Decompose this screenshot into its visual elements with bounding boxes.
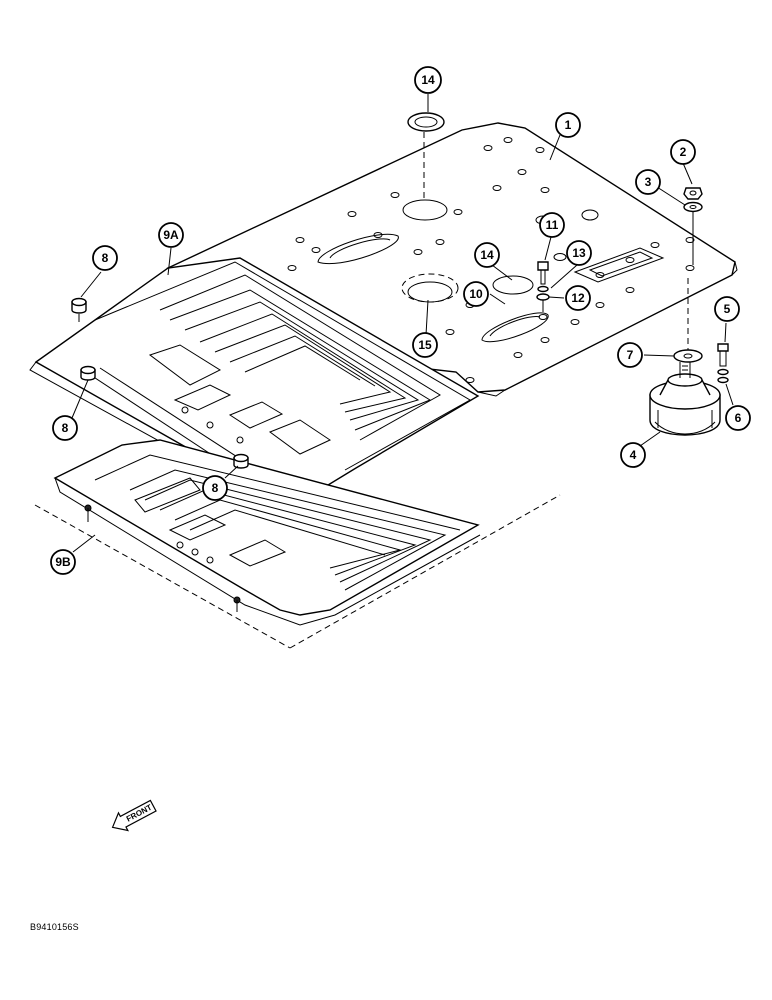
svg-text:8: 8 <box>62 421 69 435</box>
svg-text:14: 14 <box>480 248 494 262</box>
callout: 13 <box>566 240 592 266</box>
callout: 14 <box>414 66 442 94</box>
callout: 3 <box>635 169 661 195</box>
leader-lines <box>71 94 734 553</box>
callout: 8 <box>202 475 228 501</box>
reference-line <box>289 494 561 649</box>
callout: 4 <box>620 442 646 468</box>
callout: 10 <box>463 281 489 307</box>
bolt-11 <box>537 261 549 285</box>
grommet-14 <box>407 112 445 200</box>
callout: 9A <box>158 222 184 248</box>
svg-text:8: 8 <box>212 481 219 495</box>
plug-8 <box>71 297 87 322</box>
callout: 15 <box>412 332 438 358</box>
callout: 1 <box>555 112 581 138</box>
callout: 5 <box>714 296 740 322</box>
svg-text:15: 15 <box>418 338 432 352</box>
washer-6 <box>717 368 729 384</box>
callout: 8 <box>52 415 78 441</box>
callout: 2 <box>670 139 696 165</box>
callout: 14 <box>474 242 500 268</box>
svg-text:9B: 9B <box>55 555 71 569</box>
svg-text:3: 3 <box>645 175 652 189</box>
svg-text:11: 11 <box>546 218 559 232</box>
svg-text:13: 13 <box>572 246 586 260</box>
floor-mat-9b <box>53 439 481 626</box>
svg-text:7: 7 <box>627 348 634 362</box>
washer-3 <box>683 201 703 265</box>
plug-8 <box>80 365 96 381</box>
reference-line <box>34 504 291 649</box>
svg-text:9A: 9A <box>163 228 179 242</box>
drawing-number: B9410156S <box>30 922 79 932</box>
isolator-mount-4 <box>649 362 721 436</box>
svg-text:1: 1 <box>565 118 572 132</box>
svg-text:8: 8 <box>102 251 109 265</box>
callout: 6 <box>725 405 751 431</box>
svg-text:2: 2 <box>680 145 687 159</box>
svg-text:4: 4 <box>630 448 637 462</box>
callout: 11 <box>539 212 565 238</box>
front-arrow-icon: FRONT <box>111 799 157 832</box>
svg-text:12: 12 <box>571 291 585 305</box>
callout: 7 <box>617 342 643 368</box>
callout: 9B <box>50 549 76 575</box>
svg-text:5: 5 <box>724 302 731 316</box>
bolt-5 <box>717 343 729 367</box>
nut-2 <box>683 187 703 200</box>
svg-text:6: 6 <box>735 411 742 425</box>
washer-7 <box>673 278 703 363</box>
washer-13 <box>537 285 549 293</box>
callout: 12 <box>565 285 591 311</box>
callout: 8 <box>92 245 118 271</box>
svg-text:14: 14 <box>421 73 435 87</box>
plug-8 <box>233 453 249 469</box>
svg-text:10: 10 <box>469 287 483 301</box>
